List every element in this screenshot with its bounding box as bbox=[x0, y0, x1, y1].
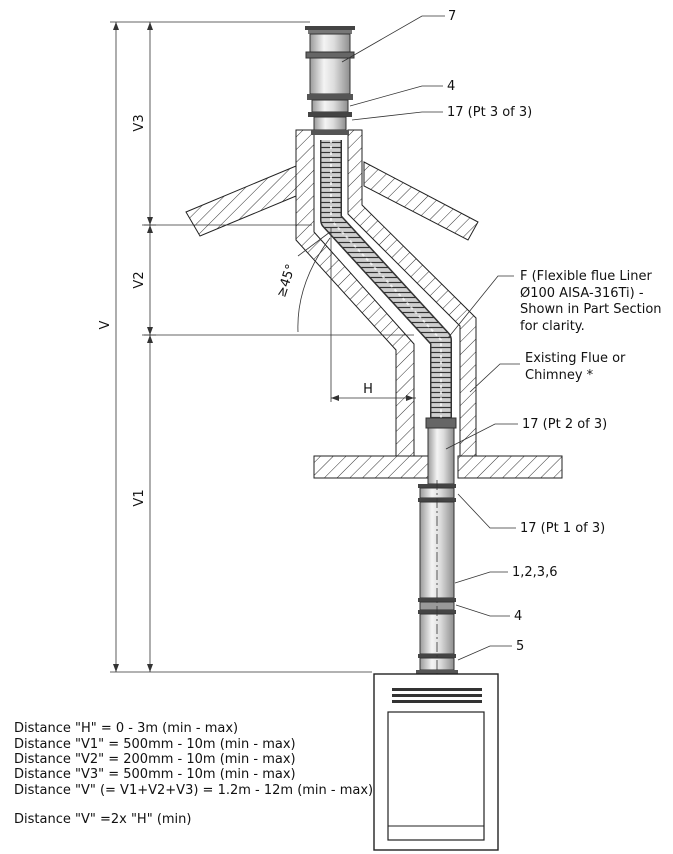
callout-17-pt2: 17 (Pt 2 of 3) bbox=[522, 417, 607, 432]
callout-7: 7 bbox=[448, 9, 456, 24]
note-distance-v3: Distance "V3" = 500mm - 10m (min - max) bbox=[14, 767, 296, 782]
dimension-v-label: V bbox=[98, 320, 113, 329]
flue-terminal bbox=[305, 26, 355, 135]
callout-17-pt1: 17 (Pt 1 of 3) bbox=[520, 521, 605, 536]
dimension-lines bbox=[110, 21, 416, 673]
callout-4-bottom: 4 bbox=[514, 609, 522, 624]
floor-slab-right bbox=[457, 455, 563, 479]
roof-slope-left bbox=[185, 165, 297, 237]
dimension-v2-label: V2 bbox=[132, 271, 147, 288]
rigid-flue-pipe-upper bbox=[425, 417, 457, 485]
note-distance-v-h-ratio: Distance "V" =2x "H" (min) bbox=[14, 812, 191, 827]
callout-f-line1: F (Flexible flue Liner bbox=[520, 269, 652, 284]
callout-f-line3: Shown in Part Section bbox=[520, 302, 662, 317]
boiler-appliance bbox=[373, 673, 499, 851]
roof-slope-right bbox=[363, 161, 479, 241]
callout-5: 5 bbox=[516, 639, 524, 654]
dimension-h-label: H bbox=[363, 382, 373, 397]
callout-1236: 1,2,3,6 bbox=[512, 565, 557, 580]
dimension-angle-label: ≥45° bbox=[274, 262, 299, 299]
note-distance-v-total: Distance "V" (= V1+V2+V3) = 1.2m - 12m (… bbox=[14, 783, 373, 798]
note-distance-v2: Distance "V2" = 200mm - 10m (min - max) bbox=[14, 752, 296, 767]
dimension-v1-label: V1 bbox=[132, 489, 147, 506]
callout-4-top: 4 bbox=[447, 79, 455, 94]
dimension-arrows bbox=[113, 22, 414, 672]
note-distance-v1: Distance "V1" = 500mm - 10m (min - max) bbox=[14, 737, 296, 752]
note-distance-h: Distance "H" = 0 - 3m (min - max) bbox=[14, 721, 238, 736]
callout-f-line4: for clarity. bbox=[520, 319, 585, 334]
floor-slab-left bbox=[313, 455, 429, 479]
leader-lines bbox=[341, 15, 520, 661]
dimension-v3-label: V3 bbox=[132, 114, 147, 131]
callout-17-pt3: 17 (Pt 3 of 3) bbox=[447, 105, 532, 120]
callout-flue-line2: Chimney * bbox=[525, 368, 594, 383]
callout-flue-line1: Existing Flue or bbox=[525, 351, 626, 366]
callout-f-line2: Ø100 AISA-316Ti) - bbox=[520, 286, 644, 301]
